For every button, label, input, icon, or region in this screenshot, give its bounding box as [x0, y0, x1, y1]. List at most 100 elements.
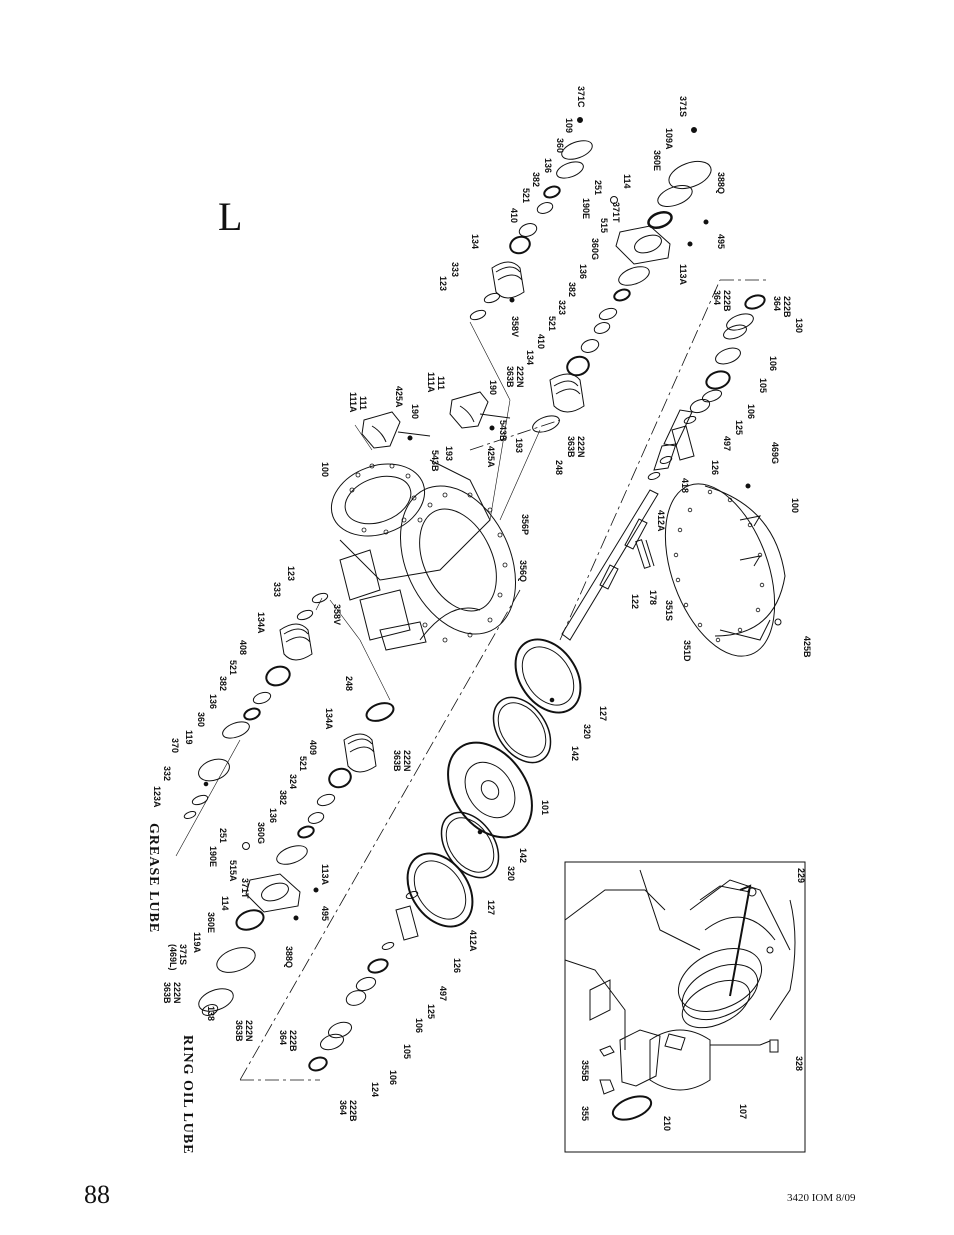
leader-lines: [175, 321, 541, 857]
callouts: 371C 109 360 136 382 521 410 134 333 123…: [152, 86, 812, 1131]
callout: 130: [794, 318, 804, 333]
callout: 371S: [678, 96, 688, 117]
callout: 425A: [486, 446, 496, 468]
callout: 320: [506, 866, 516, 881]
callout: 360: [555, 138, 565, 153]
callout: 126: [452, 958, 462, 973]
callout: 190E: [208, 846, 218, 867]
callout: 190: [410, 404, 420, 419]
callout: 497: [438, 986, 448, 1001]
callout: 412A: [656, 510, 666, 532]
callout: 360: [196, 712, 206, 727]
callout: 521: [228, 660, 238, 675]
callout: 124: [370, 1082, 380, 1097]
callout: 193: [514, 438, 524, 453]
callout: 360G: [256, 822, 266, 844]
callout: 355: [580, 1106, 590, 1121]
callout: 127: [486, 900, 496, 915]
callout: 136: [578, 264, 588, 279]
callout: 113A: [678, 264, 688, 286]
callout: 106: [388, 1070, 398, 1085]
callout: 123A: [152, 786, 162, 808]
callout: 222B: [288, 1030, 298, 1052]
callout: 351D: [682, 640, 692, 662]
callout: 360G: [590, 238, 600, 260]
callout: 107: [738, 1104, 748, 1119]
callout: 521: [298, 756, 308, 771]
callout: 418: [680, 478, 690, 493]
shaft: [561, 409, 693, 641]
callout: 351S: [664, 600, 674, 621]
callout: 371T: [240, 878, 250, 899]
callout: 388Q: [284, 946, 294, 968]
callout: 178: [648, 590, 658, 605]
document-reference: 3420 IOM 8/09: [787, 1192, 856, 1204]
callout: 114: [622, 174, 632, 189]
callout: 248: [344, 676, 354, 691]
bearing-caps: [361, 391, 511, 449]
callout: 425B: [802, 636, 812, 658]
callout: 142: [518, 848, 528, 863]
callout: 111: [436, 376, 446, 390]
callout: 251: [593, 180, 603, 195]
callout: 113A: [320, 864, 330, 886]
callout: 222N: [172, 982, 182, 1004]
pump-casing: [330, 459, 517, 651]
callout: 193: [444, 446, 454, 461]
callout: 324: [288, 774, 298, 789]
upper-bearing-housing: [532, 127, 712, 433]
callout: 105: [402, 1044, 412, 1059]
callout: 360E: [652, 150, 662, 171]
callout: 106: [746, 404, 756, 419]
callout: 425A: [394, 386, 404, 408]
page-number: 88: [84, 1180, 110, 1209]
callout: 251: [218, 828, 228, 843]
callout: 222N: [576, 436, 586, 458]
callout: 382: [531, 172, 541, 187]
callout: 412A: [468, 930, 478, 952]
callout: 410: [509, 208, 519, 223]
callout: 364: [338, 1100, 348, 1115]
callout: 119A: [192, 932, 202, 954]
callout: 210: [662, 1116, 672, 1131]
callout: 222N: [402, 750, 412, 772]
callout: 543B: [430, 450, 440, 472]
callout: 371T: [611, 202, 621, 223]
callout: 515: [599, 218, 609, 233]
callout: 410: [536, 334, 546, 349]
callout: 123: [438, 276, 448, 291]
callout: 323: [557, 300, 567, 315]
callout: 363B: [392, 750, 402, 772]
impeller-group: [406, 638, 582, 928]
callout: 111A: [348, 392, 358, 413]
section-letter: L: [218, 194, 242, 239]
callout: 125: [426, 1004, 436, 1019]
right-casing: [664, 483, 786, 657]
callout: 101: [540, 800, 550, 815]
callout: 370: [170, 738, 180, 753]
coupling-detail-inset: [564, 861, 806, 1153]
callout: 371C: [576, 86, 586, 108]
callout: 382: [567, 282, 577, 297]
callout: 355B: [580, 1060, 590, 1082]
callout: 364: [772, 296, 782, 311]
callout: 106: [768, 356, 778, 371]
callout: 134A: [256, 612, 266, 634]
callout: 109: [564, 118, 574, 133]
lower-grease-bearing-stack: [183, 592, 329, 819]
callout: 521: [521, 188, 531, 203]
callout: 364: [278, 1030, 288, 1045]
callout: 134A: [324, 708, 334, 730]
callout: 497: [722, 436, 732, 451]
callout: 111: [358, 396, 368, 410]
callout: 408: [238, 640, 248, 655]
grease-lube-title: GREASE LUBE: [146, 823, 161, 933]
callout: 363B: [234, 1020, 244, 1042]
callout: 328: [794, 1056, 804, 1071]
callout: 142: [570, 746, 580, 761]
callout: 469G: [770, 442, 780, 464]
callout: 515A: [228, 860, 238, 882]
callout: (469L): [168, 944, 178, 971]
